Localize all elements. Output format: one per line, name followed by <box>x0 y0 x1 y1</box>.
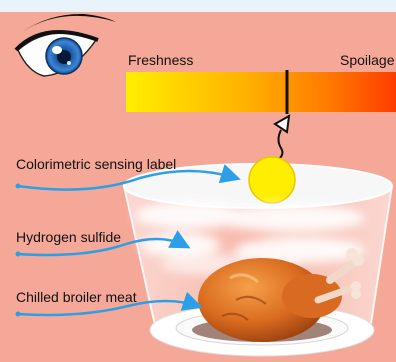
gas-caption: Hydrogen sulfide <box>16 230 121 244</box>
color-scale-bar <box>126 72 396 112</box>
sensor-dot <box>249 157 295 203</box>
scale-right-label: Spoilage <box>340 53 395 67</box>
sensing-label-caption: Colorimetric sensing label <box>16 157 176 171</box>
eye-icon <box>16 14 116 76</box>
magnifier-icon <box>274 116 289 162</box>
scale-left-label: Freshness <box>128 53 193 67</box>
meat-caption: Chilled broiler meat <box>16 290 137 304</box>
